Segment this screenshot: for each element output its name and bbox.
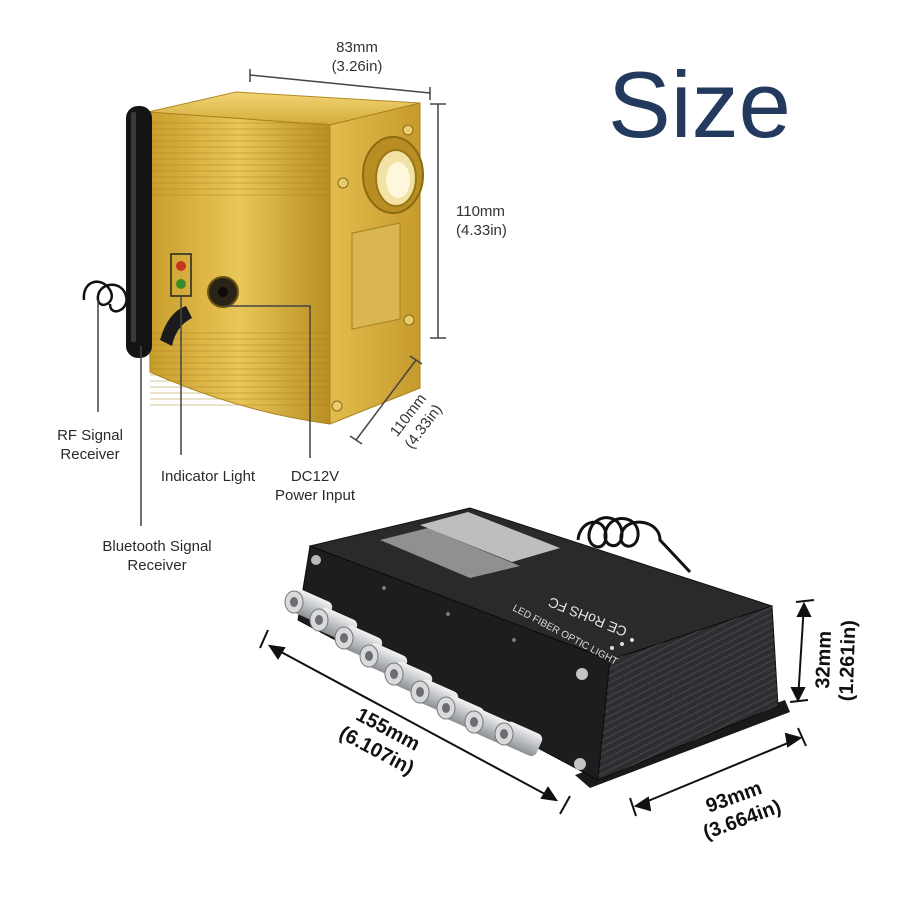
dim-height-in: (4.33in): [456, 222, 507, 239]
rf-antenna-icon: [126, 106, 152, 358]
indicator-label: Indicator Light: [161, 468, 256, 485]
black-controller: LED FIBER OPTIC LIGHT CE RoHS FC: [297, 507, 790, 788]
dim-width-83: [249, 69, 431, 100]
dim-height-mm: 110mm: [456, 203, 505, 220]
page-title: Size: [608, 52, 791, 157]
dim-width-mm: 83mm: [336, 39, 378, 56]
coiled-wire-icon: [576, 516, 692, 574]
bt-label-line1: Bluetooth Signal: [102, 538, 211, 555]
dim-height2-in: (1.261in): [836, 620, 861, 702]
dim-height2-mm: 32mm: [812, 631, 836, 690]
rf-label-line1: RF Signal: [57, 427, 123, 444]
coiled-wire-icon: [82, 280, 128, 313]
gold-light-engine: [147, 91, 424, 425]
dim-height-32: [789, 599, 815, 703]
dim-height-110: [430, 103, 446, 339]
dim-width-93: [629, 727, 807, 817]
rf-label-line2: Receiver: [60, 446, 119, 463]
dim-depth-110: [349, 355, 423, 445]
fiber-ports: [284, 589, 543, 757]
dc-label-line1: DC12V: [291, 468, 339, 485]
dc-leader-line: [226, 305, 311, 458]
bt-label-line2: Receiver: [127, 557, 186, 574]
dim-length-155: [259, 629, 571, 815]
dc-label-line2: Power Input: [275, 487, 356, 504]
dim-width-in: (3.26in): [332, 58, 383, 75]
